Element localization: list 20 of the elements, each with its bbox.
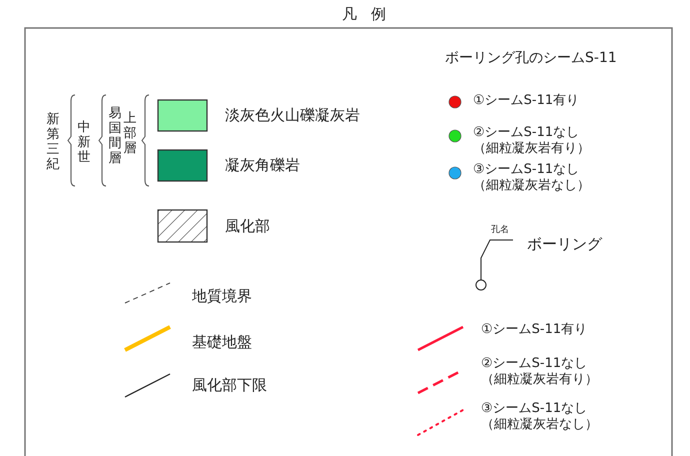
epoch-label: 中新世	[77, 120, 91, 165]
legend-label: ②シームS-11なし（細粒凝灰岩有り）	[473, 125, 590, 157]
legend-label: ②シームS-11なし（細粒凝灰岩有り）	[481, 356, 598, 388]
legend-label: 基礎地盤	[192, 333, 252, 351]
legend-label: 風化部下限	[192, 376, 267, 394]
legend-label: 地質境界	[192, 287, 252, 305]
legend-label: 淡灰色火山礫凝灰岩	[225, 106, 360, 124]
member-label: 上部層	[123, 111, 137, 156]
formation-label: 易国間層	[108, 106, 122, 166]
legend-label: ボーリング	[527, 235, 602, 253]
legend-label: ①シームS-11有り	[473, 93, 580, 109]
legend-label: ③シームS-11なし（細粒凝灰岩なし）	[473, 162, 590, 194]
period-label: 新第三紀	[46, 112, 60, 172]
legend-title: 凡例	[342, 6, 400, 23]
hole-name-label: 孔名	[491, 225, 509, 235]
legend-label: 凝灰角礫岩	[225, 156, 300, 174]
legend-label: 風化部	[225, 217, 270, 235]
legend-label: ③シームS-11なし（細粒凝灰岩なし）	[481, 401, 598, 433]
legend-label: ①シームS-11有り	[481, 322, 588, 338]
section-heading: ボーリング孔のシームS-11	[445, 50, 617, 67]
